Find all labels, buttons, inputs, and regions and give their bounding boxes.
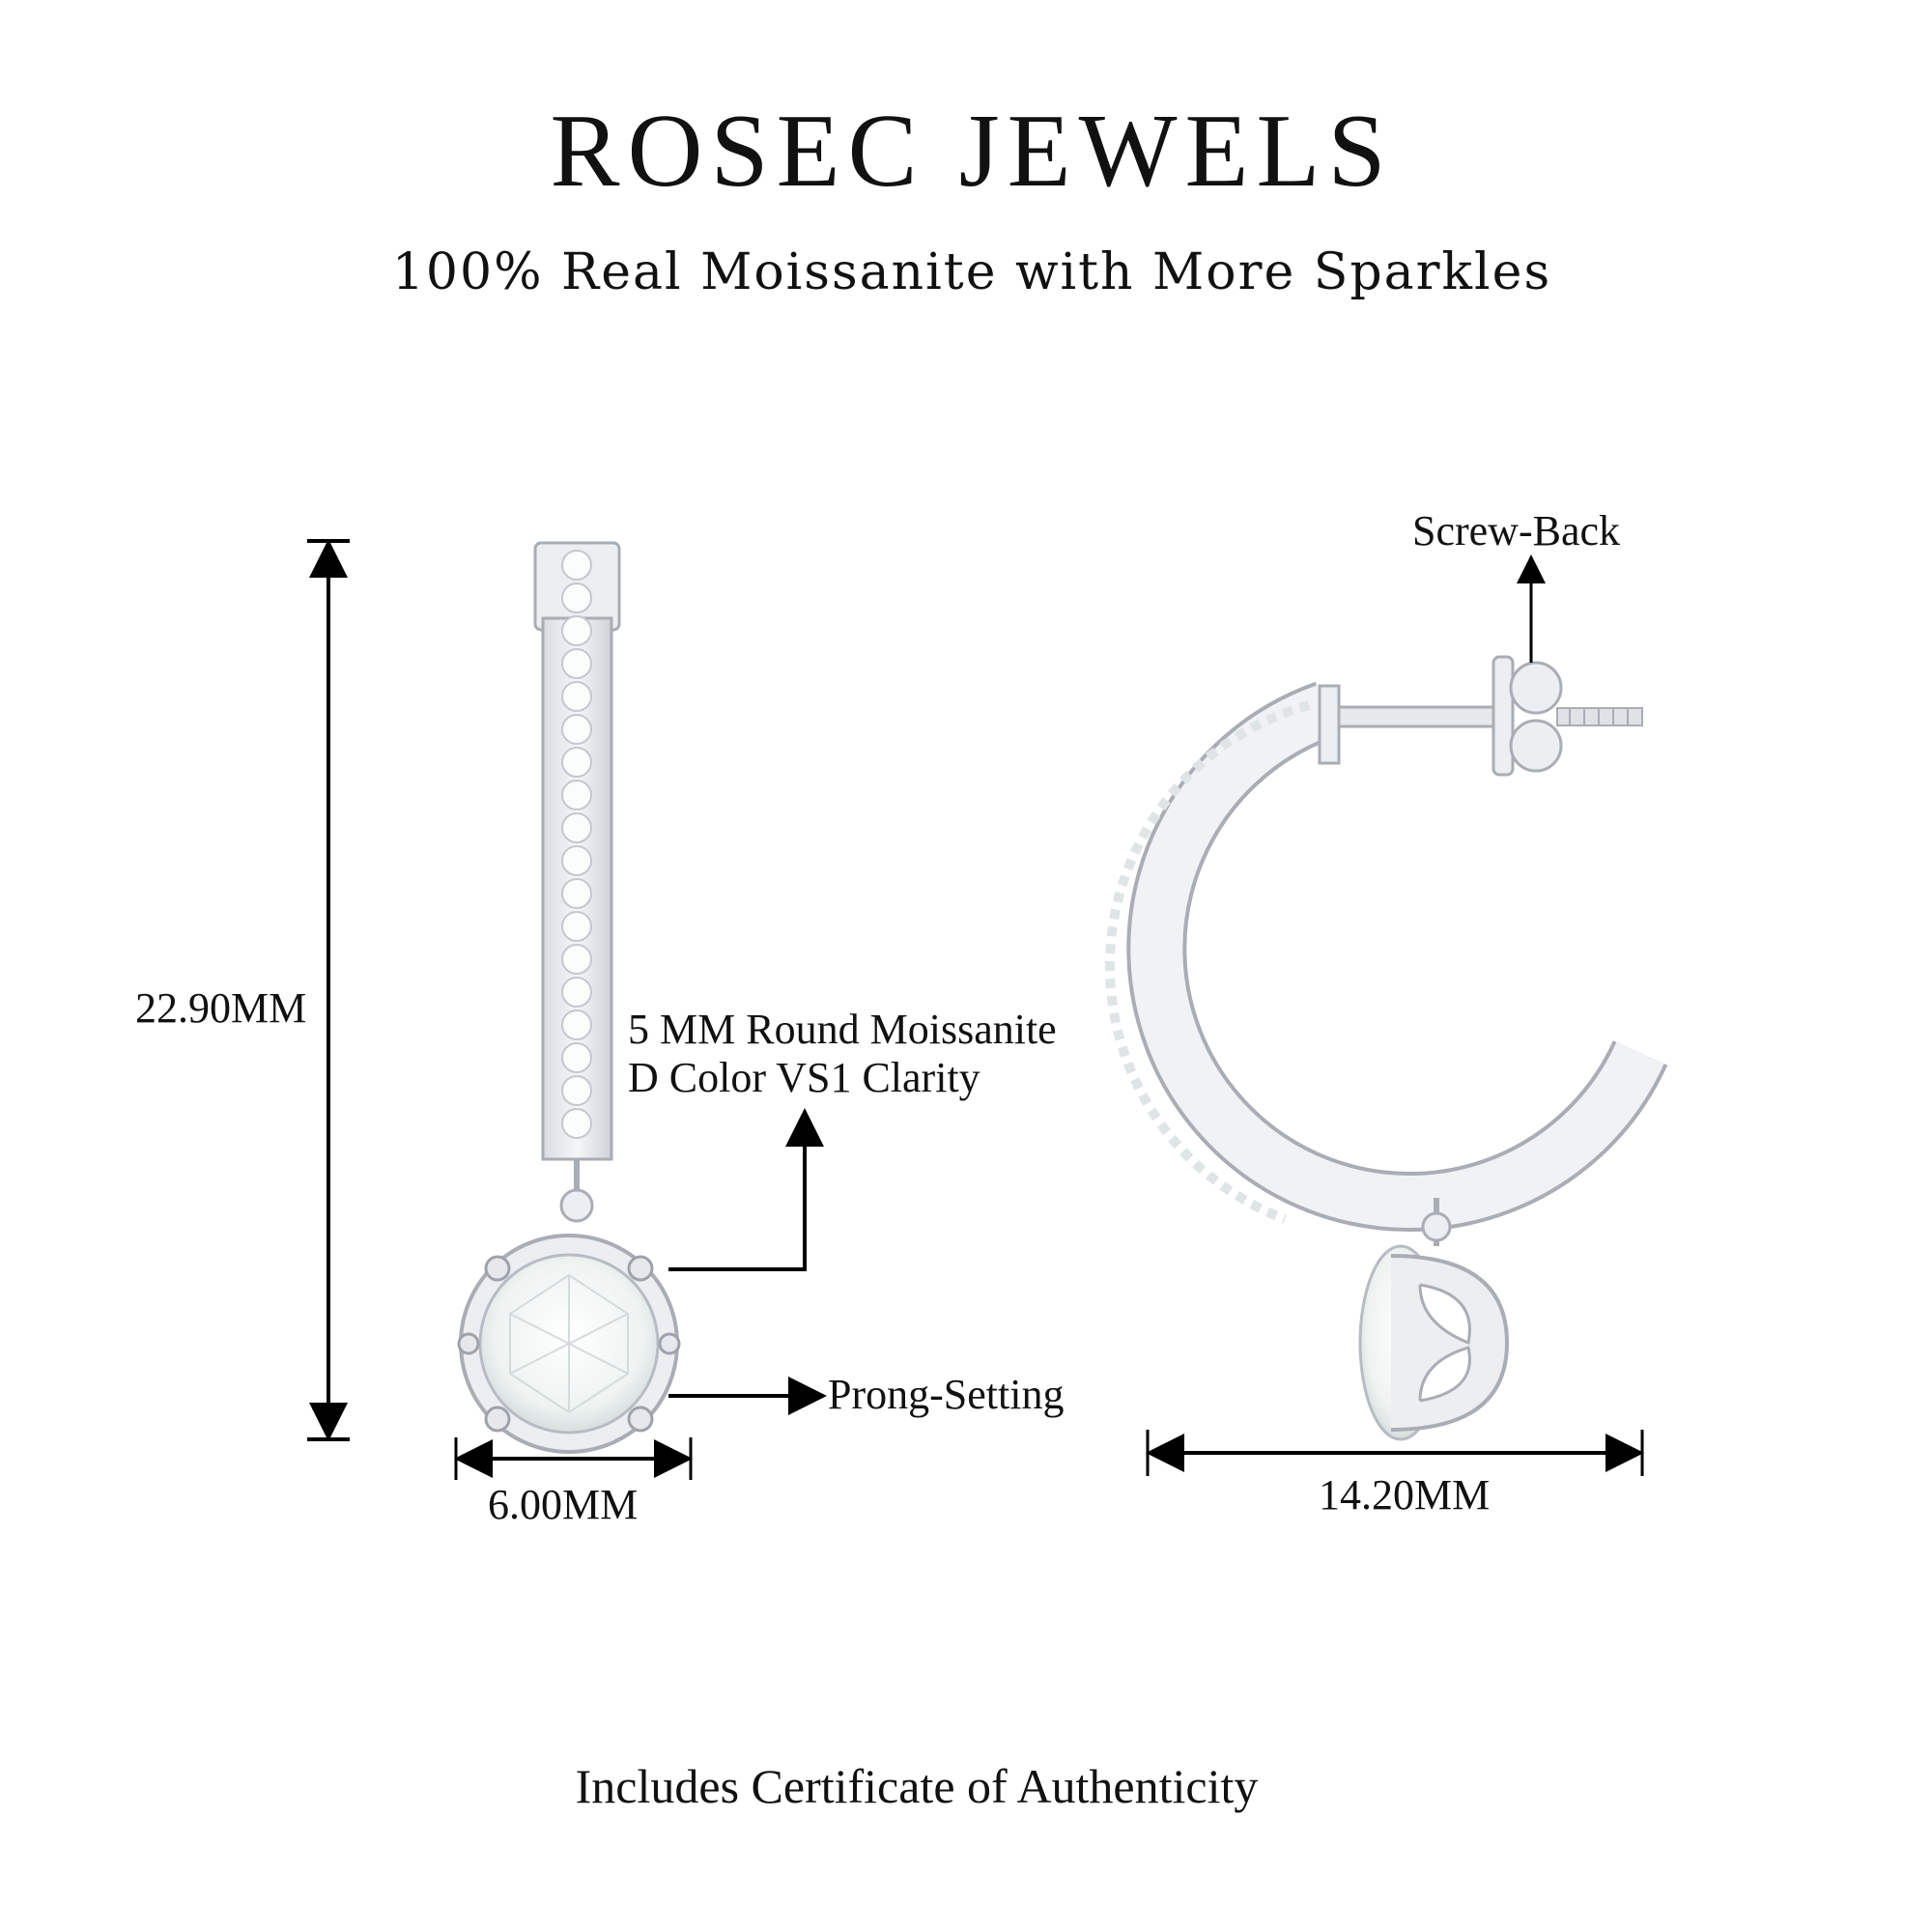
- pave-stones: [561, 550, 592, 1139]
- pave-stone: [561, 648, 592, 679]
- hoop-width-dimension-line: [1146, 1430, 1644, 1476]
- pave-stone: [561, 582, 592, 613]
- prong-setting-label: Prong-Setting: [828, 1371, 1065, 1418]
- pave-stone: [561, 845, 592, 876]
- tagline: 100% Real Moissanite with More Sparkles: [391, 243, 1552, 301]
- front-earring: [457, 541, 681, 1454]
- pave-stone: [561, 550, 592, 581]
- hoop-width-label: 14.20MM: [1319, 1471, 1491, 1519]
- stone-spec-line-2: D Color VS1 Clarity: [628, 1054, 980, 1101]
- height-dimension-line: [307, 539, 350, 1441]
- pave-stone: [561, 714, 592, 745]
- stone-spec-line-1: 5 MM Round Moissanite: [628, 1006, 1057, 1053]
- stone-leader-line: [668, 1108, 824, 1271]
- certificate-note: Includes Certificate of Authenticity: [575, 1759, 1259, 1813]
- pave-stone: [561, 812, 592, 843]
- stone-width-dimension-line: [454, 1437, 693, 1480]
- pave-stone: [561, 944, 592, 975]
- pave-stone: [561, 747, 592, 778]
- pave-stone: [561, 615, 592, 646]
- pave-stone: [561, 681, 592, 712]
- height-dimension-label: 22.90MM: [135, 984, 307, 1032]
- brand-title: ROSEC JEWELS: [550, 94, 1394, 209]
- pave-stone: [561, 1075, 592, 1106]
- pave-stone: [561, 1009, 592, 1040]
- pave-stone: [561, 1042, 592, 1073]
- side-hoop-earring: [1105, 655, 1668, 1441]
- pave-stone: [561, 911, 592, 942]
- screw-back-label: Screw-Back: [1412, 507, 1621, 554]
- pave-stone: [561, 878, 592, 909]
- pave-stone: [561, 780, 592, 810]
- stone-width-label: 6.00MM: [488, 1481, 639, 1528]
- pave-stone: [561, 1108, 592, 1139]
- pave-stone: [561, 977, 592, 1008]
